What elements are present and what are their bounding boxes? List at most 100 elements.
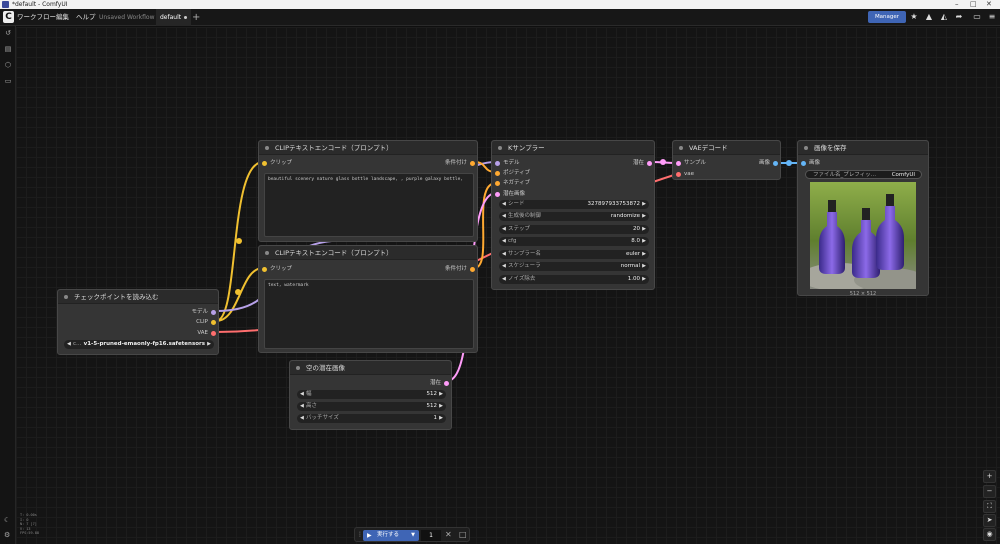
node-load-checkpoint[interactable]: チェックポイントを読み込む モデル CLIP VAE ◀c…v1-5-prune… [57, 289, 219, 355]
panel-icon[interactable]: ▭ [973, 12, 981, 21]
arrow-left-icon[interactable]: ◀ [502, 276, 506, 282]
widget-filename-prefix[interactable]: ファイル名_プレフィッ…ComfyUI [805, 170, 922, 179]
arrow-right-icon[interactable]: ▶ [439, 403, 443, 409]
comfy-logo-icon[interactable]: C [3, 11, 14, 23]
run-button[interactable]: ▶実行する▼ [363, 530, 419, 541]
maximize-icon[interactable]: □ [970, 0, 977, 8]
input-clip[interactable]: クリップ [262, 265, 292, 273]
node-title[interactable]: CLIPテキストエンコード（プロンプト） [259, 141, 477, 155]
arrow-right-icon[interactable]: ▶ [642, 251, 646, 257]
menu-edit[interactable]: 編集 [56, 13, 69, 21]
arrow-right-icon[interactable]: ▶ [642, 226, 646, 232]
output-conditioning[interactable]: 条件付け [445, 159, 475, 167]
input-samples[interactable]: サンプル [676, 159, 706, 167]
node-clip-text-encode-positive[interactable]: CLIPテキストエンコード（プロンプト） クリップ 条件付け beautiful… [258, 140, 478, 242]
arrow-left-icon[interactable]: ◀ [300, 415, 304, 421]
menu-workflow[interactable]: ワークフロー [17, 13, 56, 21]
node-title[interactable]: CLIPテキストエンコード（プロンプト） [259, 246, 477, 260]
prompt-textarea[interactable]: beautiful scenery nature glass bottle la… [264, 173, 474, 237]
output-latent[interactable]: 潜在 [430, 379, 449, 387]
arrow-left-icon[interactable]: ◀ [67, 341, 71, 347]
menu-icon[interactable]: ≡ [988, 12, 996, 21]
arrow-left-icon[interactable]: ◀ [502, 213, 506, 219]
prompt-textarea[interactable]: text, watermark [264, 279, 474, 349]
chevron-down-icon[interactable]: ▼ [411, 532, 415, 538]
arrow-right-icon[interactable]: ▶ [642, 263, 646, 269]
arrow-right-icon[interactable]: ▶ [642, 276, 646, 282]
arrow-left-icon[interactable]: ◀ [300, 403, 304, 409]
history-icon[interactable]: ↺ [5, 29, 11, 37]
node-title[interactable]: チェックポイントを読み込む [58, 290, 218, 304]
arrow-right-icon[interactable]: ▶ [642, 201, 646, 207]
menu-help[interactable]: ヘルプ [76, 13, 96, 21]
output-image-preview[interactable] [810, 182, 916, 289]
share-icon[interactable]: ➦ [955, 12, 963, 21]
node-title[interactable]: Kサンプラー [492, 141, 654, 155]
node-title[interactable]: 空の潜在画像 [290, 361, 451, 375]
input-images[interactable]: 画像 [801, 159, 820, 167]
arrow-left-icon[interactable]: ◀ [502, 226, 506, 232]
arrow-left-icon[interactable]: ◀ [502, 201, 506, 207]
star-icon[interactable]: ★ [910, 12, 918, 21]
toggle-link-visibility-icon[interactable]: ◉ [983, 528, 996, 541]
arrow-right-icon[interactable]: ▶ [207, 341, 211, 347]
new-tab-plus-icon[interactable]: + [192, 12, 201, 23]
output-clip[interactable]: CLIP [196, 318, 216, 326]
input-clip[interactable]: クリップ [262, 159, 292, 167]
arrow-right-icon[interactable]: ▶ [642, 213, 646, 219]
arrow-left-icon[interactable]: ◀ [502, 238, 506, 244]
input-positive[interactable]: ポジティブ [495, 169, 530, 177]
input-latent-image[interactable]: 潜在画像 [495, 190, 525, 198]
arrow-right-icon[interactable]: ▶ [439, 415, 443, 421]
node-save-image[interactable]: 画像を保存 画像 ファイル名_プレフィッ…ComfyUI 512 × 512 [797, 140, 929, 297]
node-library-icon[interactable]: ⬡ [4, 61, 12, 69]
queue-icon[interactable]: ▤ [4, 45, 12, 53]
folder-icon[interactable]: ▭ [4, 77, 12, 85]
zoom-out-button[interactable]: − [983, 485, 996, 498]
drag-handle-icon[interactable]: ⋮ [357, 531, 363, 538]
node-canvas[interactable] [16, 27, 1000, 544]
triangle-icon[interactable]: ◭ [940, 12, 948, 21]
input-vae[interactable]: vae [676, 170, 694, 178]
input-model[interactable]: モデル [495, 159, 520, 167]
node-clip-text-encode-negative[interactable]: CLIPテキストエンコード（プロンプト） クリップ 条件付け text, wat… [258, 245, 478, 353]
arrow-left-icon[interactable]: ◀ [502, 251, 506, 257]
stop-square-icon[interactable]: □ [459, 530, 467, 539]
tab-unsaved-workflow[interactable]: Unsaved Workflow [99, 9, 161, 26]
arrow-right-icon[interactable]: ▶ [439, 391, 443, 397]
manager-button[interactable]: Manager [868, 11, 906, 23]
theme-moon-icon[interactable]: ☾ [4, 516, 11, 524]
output-vae[interactable]: VAE [197, 329, 216, 337]
output-image[interactable]: 画像 [759, 159, 778, 167]
fit-view-icon[interactable]: ⛶ [983, 500, 996, 513]
close-icon[interactable]: ✕ [986, 0, 992, 8]
node-title[interactable]: VAEデコード [673, 141, 780, 155]
arrow-right-icon[interactable]: ▶ [642, 238, 646, 244]
select-mode-icon[interactable]: ➤ [983, 514, 996, 527]
output-latent[interactable]: 潜在 [633, 159, 652, 167]
output-conditioning[interactable]: 条件付け [445, 265, 475, 273]
zoom-in-button[interactable]: + [983, 470, 996, 483]
arrow-left-icon[interactable]: ◀ [300, 391, 304, 397]
alert-icon[interactable]: ▲ [925, 12, 933, 21]
minimize-icon[interactable]: – [955, 0, 959, 8]
settings-gear-icon[interactable]: ⚙ [4, 531, 11, 539]
input-negative[interactable]: ネガティブ [495, 179, 530, 187]
arrow-left-icon[interactable]: ◀ [502, 263, 506, 269]
tab-default[interactable]: default [156, 9, 192, 26]
node-title[interactable]: 画像を保存 [798, 141, 928, 155]
node-vae-decode[interactable]: VAEデコード サンプル vae 画像 [672, 140, 781, 180]
batch-count-input[interactable]: 1 [421, 530, 441, 541]
widget-ckpt-name[interactable]: ◀c…v1-5-pruned-emaonly-fp16.safetensors▶ [64, 340, 214, 349]
cancel-x-icon[interactable]: ✕ [445, 530, 452, 539]
